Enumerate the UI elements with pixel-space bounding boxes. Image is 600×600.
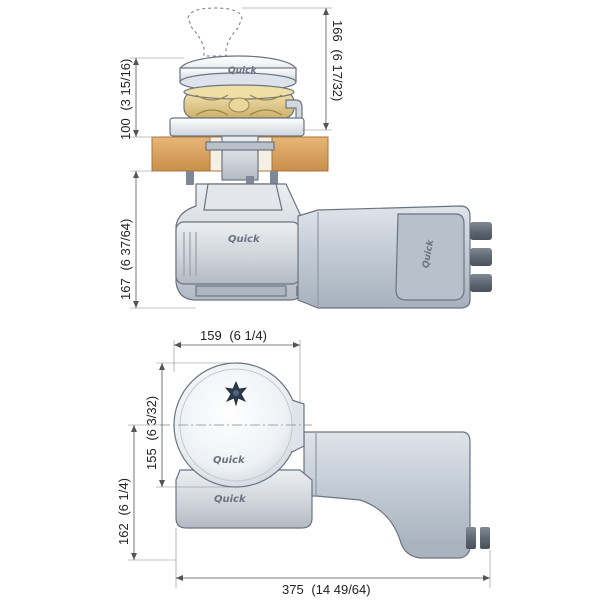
plan-star-hub-icon [225,380,247,407]
shaft-flange [205,141,275,151]
dim-label-base-depth: 162 (6 1/4) [116,478,131,545]
gearbox-ribs [183,232,197,276]
dim-label-drum-width: 159 (6 1/4) [200,328,267,343]
plan-terminal-block-1 [466,527,476,549]
deck-base-plate [169,117,305,137]
dim-label-deck-top: 100 (3 15/16) [118,59,133,140]
terminal-block-2 [470,248,492,266]
gearbox-neck [203,183,283,211]
dim-label-capstan-height: 166 (6 17/32) [330,20,345,101]
plan-terminal-block-2 [480,527,490,549]
motor-control-box [395,213,465,301]
deck-board-right [271,136,329,172]
top-view: Quick Quick 159 (6 1/4) 155 (6 3/32) [116,328,491,597]
stud-left [186,171,194,185]
stud-mid [246,176,254,190]
terminal-block-1 [470,222,492,240]
plan-motor-cap-shade [399,539,471,559]
plan-drum-lip [291,399,305,453]
capstan-ghost-outline [187,7,243,57]
gearbox-foot [195,285,287,297]
gypsy-wheel [183,84,295,119]
dim-label-drum-diameter: 155 (6 3/32) [144,396,159,470]
plan-drum-logo: Quick [213,455,246,466]
gearbox-logo: Quick [228,234,261,245]
capstan-logo: Quick [228,66,257,76]
deck-board-left [151,136,211,172]
side-view: Quick Quick [118,7,492,309]
gearbox-lower-band [175,221,301,285]
plan-gearbox-logo: Quick [214,494,247,505]
terminal-block-3 [470,274,492,292]
dim-label-below-deck: 167 (6 37/64) [118,219,133,300]
plan-gearbox-base [175,469,313,529]
dim-label-overall-length: 375 (14 49/64) [282,582,371,597]
plan-motor-body [303,431,471,553]
stud-right [270,171,278,185]
